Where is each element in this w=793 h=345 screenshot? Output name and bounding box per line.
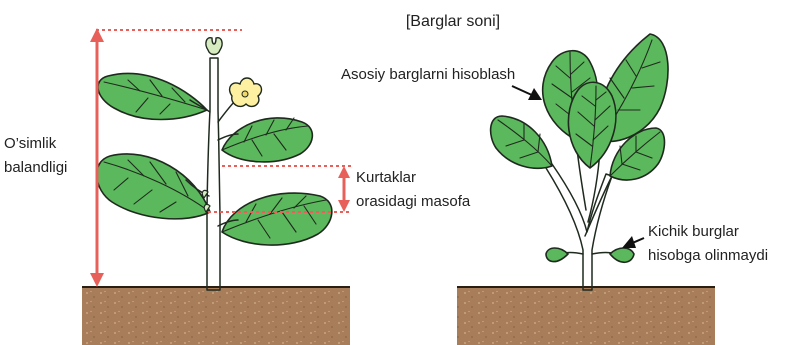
small-leaves	[546, 248, 634, 262]
small-leaves-label-line1: Kichik burglar	[648, 223, 739, 240]
flower	[230, 78, 262, 106]
right-plant	[491, 34, 668, 290]
diagram-title: [Barglar soni]	[406, 13, 500, 30]
leaf-upper-left	[98, 73, 207, 119]
plant-height-label-line1: O’simlik	[4, 135, 57, 152]
top-bud	[206, 38, 222, 55]
main-leaves-label: Asosiy barglarni hisoblash	[341, 66, 515, 83]
soil-right	[457, 287, 715, 345]
leaf-right-center	[568, 82, 615, 168]
internode-label-line2: orasidagi masofa	[356, 193, 471, 210]
leaf-upper-right	[222, 118, 312, 162]
soil-left	[82, 287, 350, 345]
internode-label-line1: Kurtaklar	[356, 169, 416, 186]
small-leaves-label-line2: hisobga olinmaydi	[648, 247, 768, 264]
left-plant	[97, 38, 332, 290]
leaf-right-left	[491, 116, 552, 168]
main-leaves-arrow	[512, 86, 542, 100]
small-leaves-arrow	[622, 236, 644, 248]
leaf-lower-right	[222, 193, 332, 245]
plant-height-label-line2: balandligi	[4, 159, 67, 176]
